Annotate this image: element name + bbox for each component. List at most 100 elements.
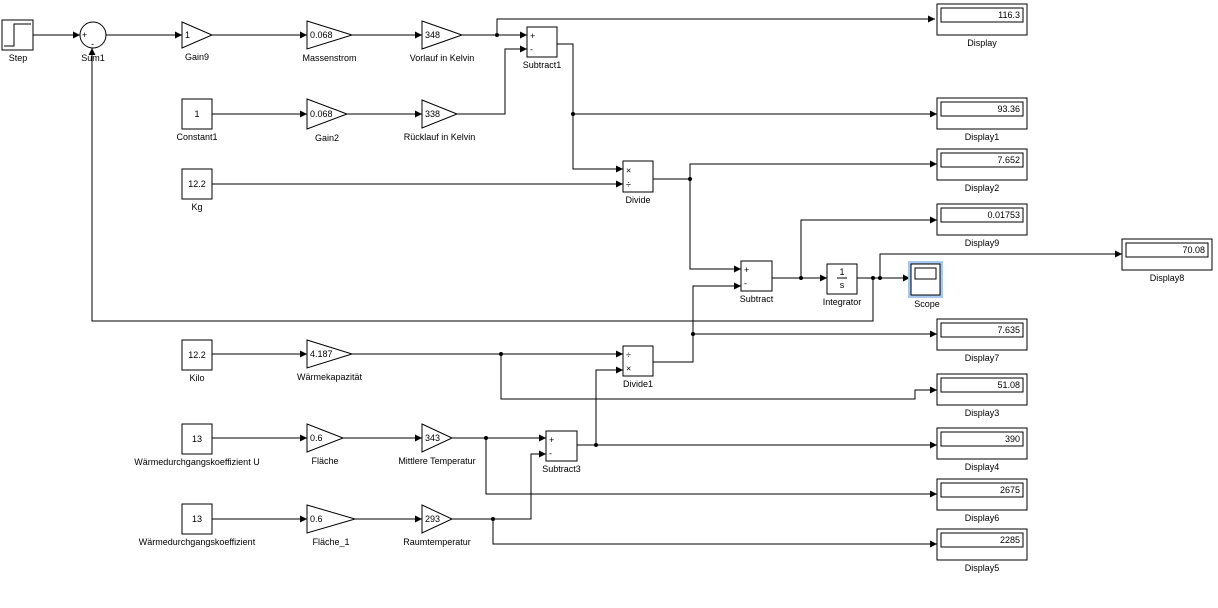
block-label: Display — [967, 38, 997, 48]
display-field — [940, 377, 1024, 393]
block-label: Display6 — [965, 513, 1000, 523]
block-label: Display1 — [965, 132, 1000, 142]
input-sign-2: × — [626, 364, 631, 374]
signal-line[interactable] — [496, 15, 935, 35]
signal-line[interactable] — [653, 282, 741, 363]
block-label: Vorlauf in Kelvin — [410, 53, 475, 63]
signal-lines — [33, 15, 1122, 548]
gain-triangle — [421, 504, 454, 534]
step-icon — [4, 23, 31, 47]
display-field — [940, 322, 1024, 338]
signal-line[interactable] — [88, 48, 874, 322]
gain-value: 0.6 — [310, 514, 323, 524]
block-label: Display8 — [1150, 273, 1185, 283]
gain-triangle — [306, 504, 357, 534]
branch-point — [688, 177, 692, 181]
signal-line[interactable] — [689, 160, 937, 179]
divide-block[interactable]: ×÷Divide — [622, 160, 654, 205]
block-label: Subtract — [740, 294, 774, 304]
gain-triangle — [421, 99, 459, 129]
constant-block-kg[interactable]: 12.2Kg — [181, 168, 213, 212]
gain-triangle — [421, 20, 464, 50]
block-label: Wärmedurchgangskoeffizient — [139, 537, 256, 547]
block-label: Gain9 — [185, 52, 209, 62]
display-value: 7.635 — [997, 325, 1020, 335]
divide1-block[interactable]: ÷×Divide1 — [622, 345, 654, 389]
display-value: 116.3 — [998, 10, 1020, 20]
subtract1-block[interactable]: +-Subtract1 — [523, 26, 562, 70]
branch-point — [484, 436, 488, 440]
signal-line[interactable] — [595, 366, 623, 445]
block-label: Subtract3 — [542, 464, 581, 474]
signal-line[interactable] — [492, 519, 937, 548]
subtract-block[interactable]: +-Subtract — [740, 260, 774, 304]
branch-point — [571, 112, 575, 116]
gain-triangle — [421, 423, 454, 453]
input-sign-2: - — [549, 449, 552, 459]
block-label: Step — [9, 53, 28, 63]
branch-point — [499, 352, 503, 356]
gain-value: 0.068 — [310, 30, 333, 40]
block-label: Display2 — [965, 183, 1000, 193]
block-label: Sum1 — [81, 53, 105, 63]
display-field — [940, 532, 1024, 548]
gain-value: 293 — [425, 514, 440, 524]
signal-line[interactable] — [457, 45, 527, 115]
step-block[interactable]: Step — [1, 19, 34, 63]
signal-line[interactable] — [879, 250, 1122, 278]
block-label: Mittlere Temperatur — [398, 456, 475, 466]
gain-triangle — [306, 20, 354, 50]
signal-line[interactable] — [800, 216, 937, 278]
display-field — [940, 152, 1024, 168]
scope-block[interactable]: Scope — [908, 261, 943, 309]
branch-point — [878, 276, 882, 280]
signal-line[interactable] — [557, 43, 623, 173]
sum-block[interactable]: +-Sum1 — [79, 21, 107, 63]
integrator-denominator: s — [840, 280, 845, 290]
gain-value: 0.068 — [310, 109, 333, 119]
subtract3-block[interactable]: + - Subtract3 — [542, 430, 581, 474]
input-sign-1: + — [549, 435, 554, 445]
display-value: 2675 — [1000, 485, 1020, 495]
signal-line[interactable] — [485, 438, 937, 498]
input-sign-2: - — [744, 279, 747, 289]
block-label: Fläche — [311, 456, 338, 466]
block-label: Kilo — [189, 373, 204, 383]
signal-line[interactable] — [689, 179, 741, 273]
display-value: 93.36 — [997, 104, 1020, 114]
block-label: Fläche_1 — [312, 537, 349, 547]
block-label: Rücklauf in Kelvin — [404, 132, 476, 142]
block-label: Raumtemperatur — [403, 537, 471, 547]
block-label: Massenstrom — [302, 53, 356, 63]
block-label: Subtract1 — [523, 60, 562, 70]
branch-point — [495, 33, 499, 37]
signal-line[interactable] — [500, 354, 937, 400]
